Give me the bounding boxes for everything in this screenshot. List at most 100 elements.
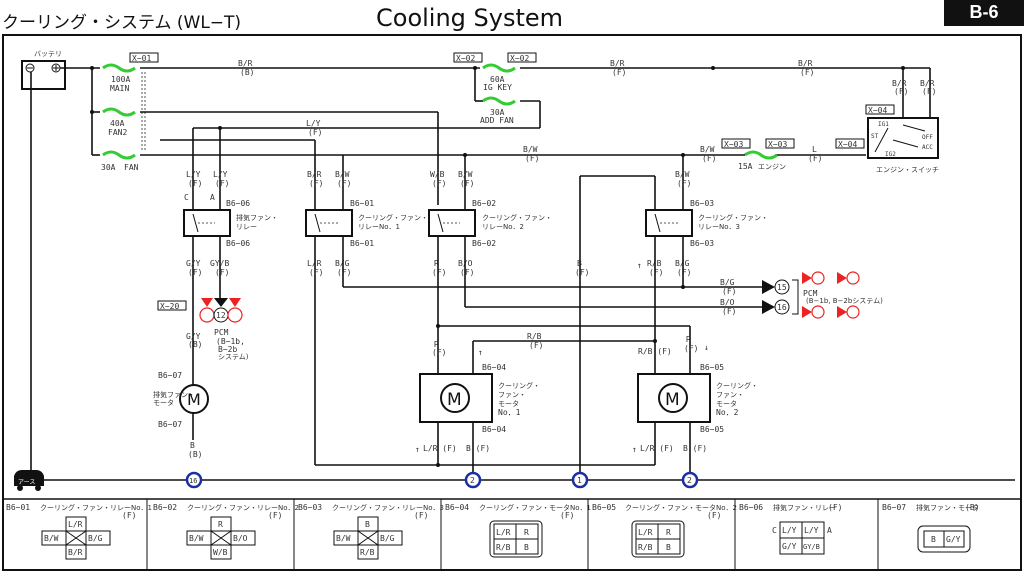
label-wires-br: B/R [920, 79, 935, 88]
label-connector_views-2-id: B6−03 [298, 503, 322, 512]
ground-symbol: アース [14, 470, 44, 491]
ground-point-2a: 2 [464, 471, 482, 489]
label-pins-pcm16: 16 [777, 303, 787, 312]
label-connector_views-5-name: 排気ファン・リレー [773, 503, 836, 512]
label-connector_views-1-id: B6−02 [153, 503, 177, 512]
label-wires-f: (F) [309, 179, 323, 188]
page-title: Cooling System [376, 4, 564, 32]
label-wires-l: L [812, 145, 817, 154]
diagram-rect [765, 138, 795, 149]
label-wires-bb: (B) [188, 450, 202, 459]
label-wires-f: (F) [922, 87, 936, 96]
label-wires-f: (F) [684, 344, 698, 353]
label-wires-bw: B/W [458, 170, 473, 179]
diagram-circle [464, 471, 482, 489]
diagram-polygon [201, 298, 213, 307]
label-components-motor2-2: モータ [716, 399, 737, 408]
label-connector_views-4-cells-1: R [666, 528, 671, 537]
connector-view-b6-06: B6−06 排気ファン・リレー (F) C A L/Y L/Y G/Y GY/B [739, 503, 842, 555]
label-wires-b_f: B (F) [466, 444, 490, 453]
label-connectors-b604: B6−04 [482, 425, 506, 434]
diagram-text: ↑ [632, 445, 637, 454]
label-wires-br: B/R [238, 59, 253, 68]
diagram-line [192, 213, 199, 233]
connector-x01-label: X−01 [132, 54, 151, 63]
battery: バッテリ [21, 50, 66, 90]
label-components-switch_positions-0: IG1 [878, 121, 889, 128]
label-wires-bb: (B) [240, 68, 254, 77]
label-wires-f: (F) [894, 87, 908, 96]
label-connector_views-2-bottom: R/B [360, 548, 375, 557]
label-connector_views-6-id: B6−07 [882, 503, 906, 512]
diagram-circle [227, 307, 243, 323]
diagram-circle [774, 279, 790, 295]
label-components-relay2-1: リレーNo．2 [482, 223, 524, 231]
label-wires-rb: R/B [527, 332, 542, 341]
label-connector_views-4-cells-2: R/B [638, 543, 653, 552]
fuse-ig-key: 60A IG KEY [482, 63, 516, 92]
diagram-line [892, 139, 919, 148]
fuse-fan: 30A FAN [101, 150, 139, 172]
label-wires-bw: B/W [700, 145, 715, 154]
label-connectors-b602: B6−02 [472, 239, 496, 248]
label-wires-lr_f: L/R (F) [423, 444, 457, 453]
label-wires-f: (F) [702, 154, 716, 163]
label-connector_views-0-left: B/W [44, 534, 59, 543]
diagram-rect [507, 52, 537, 63]
label-connector_views-0-right: B/G [88, 534, 103, 543]
label-connectors-b606: B6−06 [226, 239, 250, 248]
diagram-polygon [802, 306, 812, 318]
negative-terminal-icon [25, 63, 35, 73]
diagram-text: ↓ [704, 343, 709, 352]
diagram-circle [658, 383, 688, 413]
label-connector_views-4-cells-0: L/R [638, 528, 653, 537]
connector-view-b6-02: B6−02 クーリング・ファン・リレーNo．2 (F) R B/W B/O W/… [153, 503, 299, 560]
diagram-polygon [762, 300, 775, 314]
label-wires-bw: B/W [335, 170, 350, 179]
label-components-relay1-0: クーリング・ファン・ [358, 213, 428, 222]
diagram-path [102, 63, 136, 73]
label-components-pcm_left_ref3: システム) [218, 353, 249, 361]
diagram-path [102, 150, 136, 160]
label-connector_views-5-cells-0: L/Y [782, 526, 797, 535]
label-fuses-5-name: エンジン [758, 163, 786, 171]
diagram-rect [489, 520, 543, 558]
diagram-rect [453, 52, 483, 63]
label-connector_views-6-cells-1: G/Y [946, 535, 961, 544]
label-pins-c: C [184, 193, 189, 202]
label-motor_symbol: M [665, 390, 680, 410]
diagram-path [744, 150, 778, 160]
cooling-fan-motor-1: M クーリング・ ファン・ モータ No．1 [419, 373, 540, 423]
label-wires-lr_f: L/R (F) [640, 444, 674, 453]
label-wires-b: B [577, 259, 582, 268]
fuse-engine: 15A エンジン [738, 150, 786, 171]
label-components-pcm_upper: PCM [803, 289, 818, 298]
ground-point-16: 16 [185, 471, 203, 489]
label-components-switch_positions-3: ACC [922, 144, 933, 151]
label-connector_views-4-id: B6−05 [592, 503, 616, 512]
label-components-switch_positions-2: OFF [922, 134, 933, 141]
label-connector_views-0-bottom: B/R [68, 548, 83, 557]
diagram-rect [157, 300, 187, 311]
diagram-rect [21, 60, 66, 90]
label-components-motor1-0: クーリング・ [498, 381, 540, 390]
label-connector_views-4-side: (F) [707, 511, 721, 520]
page-code-badge: B-6 [944, 0, 1024, 26]
label-wires-f: (F) [432, 348, 446, 357]
diagram-polygon [762, 280, 775, 294]
label-connector_views-5-side: (F) [828, 503, 842, 512]
diagram-text: ↑ [478, 348, 483, 357]
label-wires-f: (F) [188, 179, 202, 188]
label-connectors-b601: B6−01 [350, 239, 374, 248]
label-connector_views-3-cells-2: R/B [496, 543, 511, 552]
label-wires-br: B/R [610, 59, 625, 68]
label-pins-pcm15: 15 [777, 283, 787, 292]
label-wires-bb: (B) [188, 340, 202, 349]
ground-point-2b: 2 [681, 471, 699, 489]
label-components-motor2-1: ファン・ [716, 391, 744, 399]
label-wires-bo: B/O [720, 298, 735, 307]
label-connectors-b606: B6−06 [226, 199, 250, 208]
connector-view-b6-07: B6−07 排気ファン・モータ (B) B G/Y [882, 503, 979, 553]
label-fuses-2-rating: 30A [101, 163, 116, 172]
label-connector_views-1-name: クーリング・ファン・リレーNo．2 [187, 503, 299, 512]
